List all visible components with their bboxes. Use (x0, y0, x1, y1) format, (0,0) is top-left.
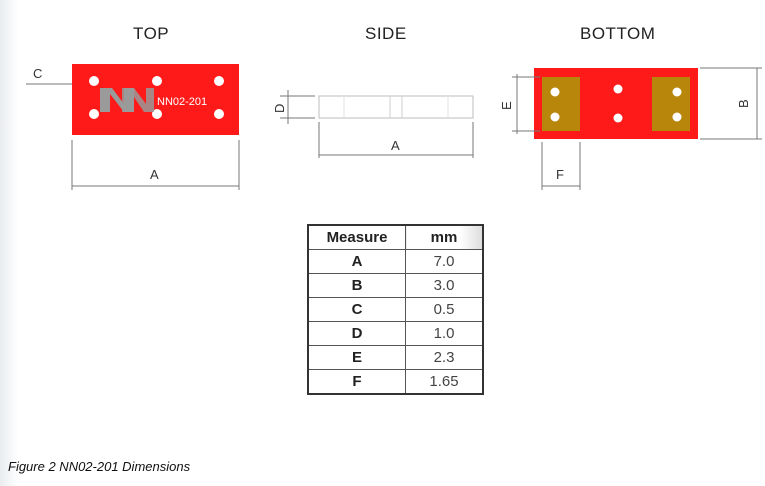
dim-label-f: F (556, 167, 564, 182)
bottom-view-title: BOTTOM (580, 24, 656, 43)
mm-cell: 1.0 (405, 321, 484, 346)
top-view-body (72, 64, 239, 135)
mm-cell: 7.0 (405, 249, 484, 274)
table-row: A 7.0 (307, 249, 484, 274)
table-header-row: Measure mm (307, 224, 484, 250)
contact-pad-left (542, 77, 580, 131)
dim-label-a-side: A (391, 138, 400, 153)
table-row: D 1.0 (307, 321, 484, 346)
figure-caption: Figure 2 NN02-201 Dimensions (8, 459, 191, 474)
dim-label-c: C (33, 66, 42, 81)
top-view: NN02-201 C A (26, 64, 240, 190)
dim-label-b: B (736, 99, 751, 108)
measure-cell: D (307, 321, 406, 346)
measure-cell: E (307, 345, 406, 370)
top-dot (89, 109, 99, 119)
bottom-dot (613, 113, 623, 123)
bottom-dot (672, 87, 682, 97)
side-view: D A (272, 90, 474, 158)
nn-logo-icon (100, 88, 154, 112)
part-label: NN02-201 (157, 96, 207, 108)
dim-label-d: D (272, 104, 287, 113)
dim-label-a-top: A (150, 167, 159, 182)
table-row: B 3.0 (307, 273, 484, 298)
bottom-dot (550, 112, 560, 122)
table-row: E 2.3 (307, 345, 484, 370)
top-dot (214, 76, 224, 86)
bottom-dot (672, 112, 682, 122)
top-dot (214, 109, 224, 119)
top-dot (152, 76, 162, 86)
measures-table-wrap: Measure mm A 7.0 B 3.0 C 0.5 D 1.0 E (307, 224, 484, 395)
top-dot (89, 76, 99, 86)
bottom-view: E B F (499, 67, 762, 190)
bottom-dot (550, 87, 560, 97)
column-header-mm: mm (405, 224, 484, 250)
table-row: F 1.65 (307, 369, 484, 395)
column-header-measure: Measure (307, 224, 406, 250)
top-dot (152, 109, 162, 119)
top-view-title: TOP (133, 24, 170, 43)
measures-table: Measure mm A 7.0 B 3.0 C 0.5 D 1.0 E (307, 224, 484, 395)
side-view-body (318, 95, 474, 119)
table-row: C 0.5 (307, 297, 484, 322)
measure-cell: F (307, 369, 406, 395)
left-edge-shade (0, 0, 18, 486)
mm-cell: 2.3 (405, 345, 484, 370)
dim-label-e: E (499, 101, 514, 110)
contact-pad-right (652, 77, 690, 131)
measure-cell: A (307, 249, 406, 274)
bottom-dot (613, 84, 623, 94)
side-view-title: SIDE (365, 24, 407, 43)
measure-cell: B (307, 273, 406, 298)
mm-cell: 0.5 (405, 297, 484, 322)
mm-cell: 1.65 (405, 369, 484, 395)
mm-cell: 3.0 (405, 273, 484, 298)
measure-cell: C (307, 297, 406, 322)
